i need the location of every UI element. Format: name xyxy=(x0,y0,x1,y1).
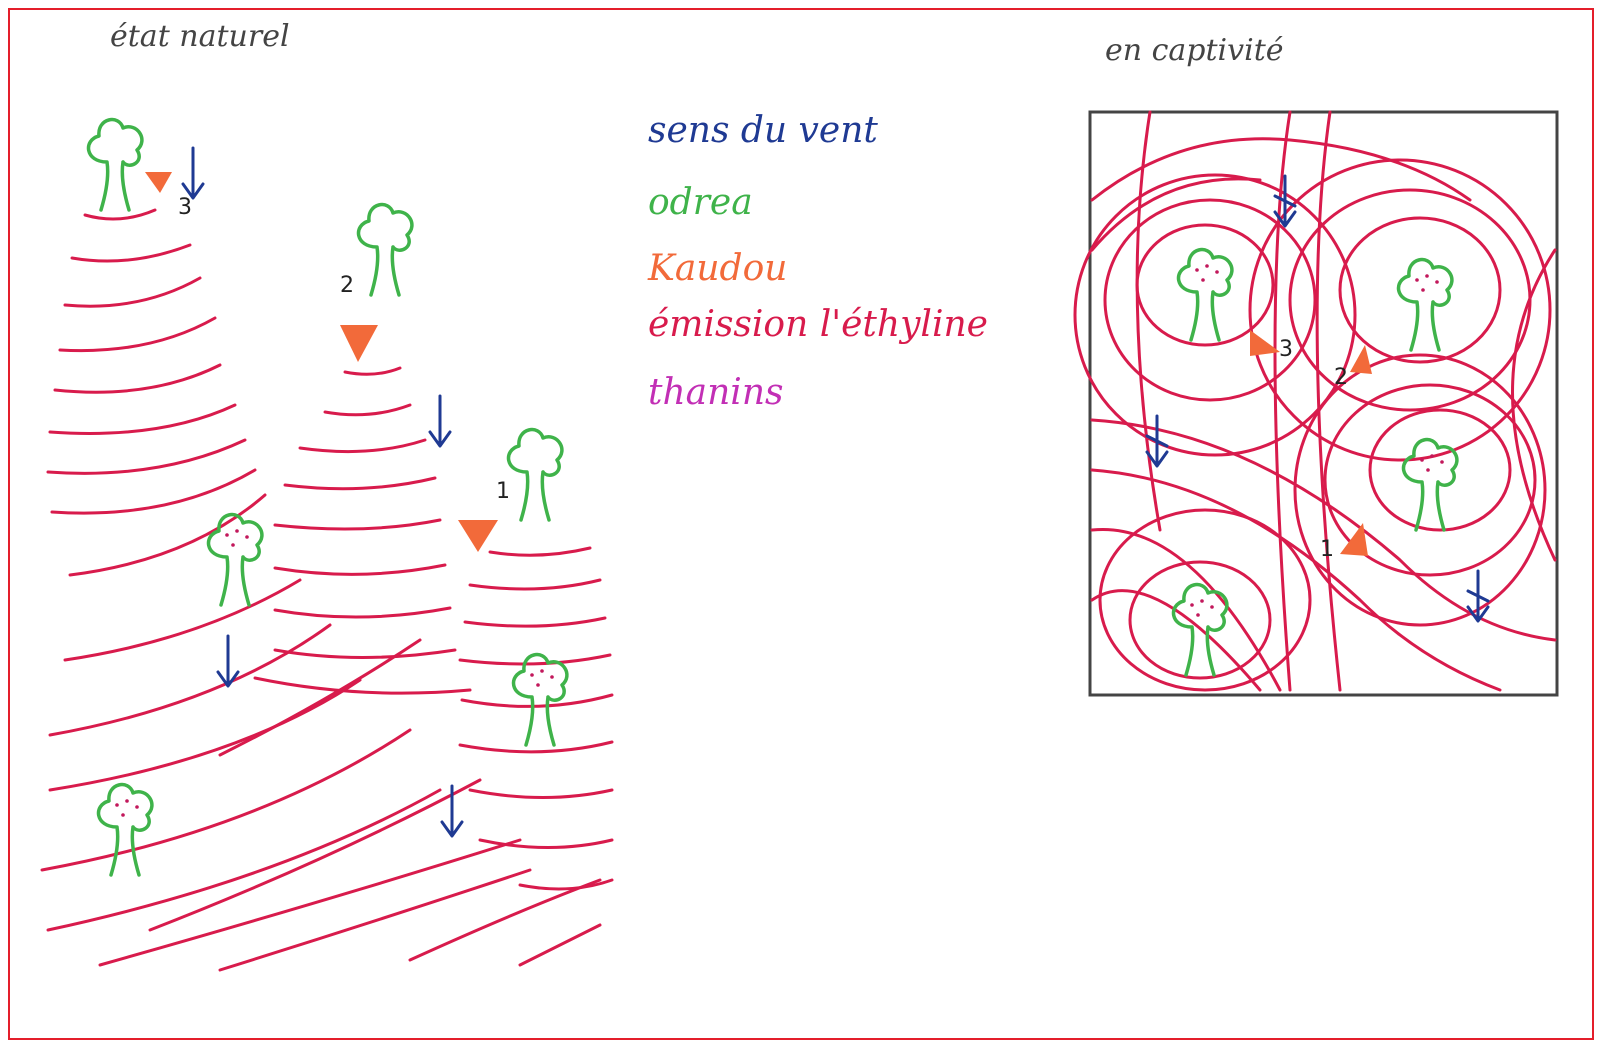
tree-icon xyxy=(86,117,144,212)
kudu-marker-3 xyxy=(1250,330,1280,356)
wind-arrow-icon xyxy=(440,784,464,838)
wind-arrow-icon xyxy=(216,634,240,688)
tree-icon xyxy=(1179,250,1232,340)
tree-icon xyxy=(514,655,567,745)
enclosure xyxy=(1088,110,1559,697)
kudu-marker-1 xyxy=(1340,523,1368,556)
legend-item-wind-direction: sens du vent xyxy=(648,110,878,151)
title-captivity: en captivité xyxy=(1105,33,1284,68)
tree-icon xyxy=(506,427,564,522)
legend: sens du vent odrea Kaudou émission l'éth… xyxy=(647,110,988,413)
kudu-number-1: 1 xyxy=(496,479,510,504)
wind-arrow-icon xyxy=(1145,414,1169,468)
kudu-number-3: 3 xyxy=(1279,337,1293,362)
wind-arrow-icon xyxy=(428,394,452,448)
kudu-number-2: 2 xyxy=(340,273,354,298)
natural-state-panel: 3 2 1 xyxy=(40,117,614,972)
ethylene-overlap xyxy=(1073,110,1557,692)
legend-item-tannins: thanins xyxy=(648,372,783,413)
page-frame xyxy=(8,8,1594,1040)
kudu-marker-2 xyxy=(340,325,378,362)
kudu-marker-1 xyxy=(458,520,498,552)
kudu-marker-2 xyxy=(1350,345,1372,374)
tree-icon xyxy=(99,785,152,875)
legend-item-tree: odrea xyxy=(648,182,753,223)
kudu-marker-3 xyxy=(145,172,172,193)
tree-icon xyxy=(1399,260,1452,350)
ethylene-plume-1 xyxy=(40,208,442,932)
wind-arrow-icon xyxy=(181,146,205,200)
title-natural-state: état naturel xyxy=(110,19,290,54)
kudu-number-2: 2 xyxy=(1334,365,1348,390)
legend-item-ethylene-emission: émission l'éthyline xyxy=(648,304,988,345)
ethylene-plume-2 xyxy=(98,366,532,972)
tree-icon xyxy=(356,202,414,297)
captivity-panel: 3 2 1 xyxy=(1073,110,1559,697)
ethylene-plume-3 xyxy=(408,546,614,967)
legend-item-kudu: Kaudou xyxy=(647,248,787,289)
wind-arrow-icon xyxy=(1466,569,1490,623)
wind-arrow-icon xyxy=(1273,174,1297,228)
kudu-number-3: 3 xyxy=(178,195,192,220)
kudu-number-1: 1 xyxy=(1320,537,1334,562)
